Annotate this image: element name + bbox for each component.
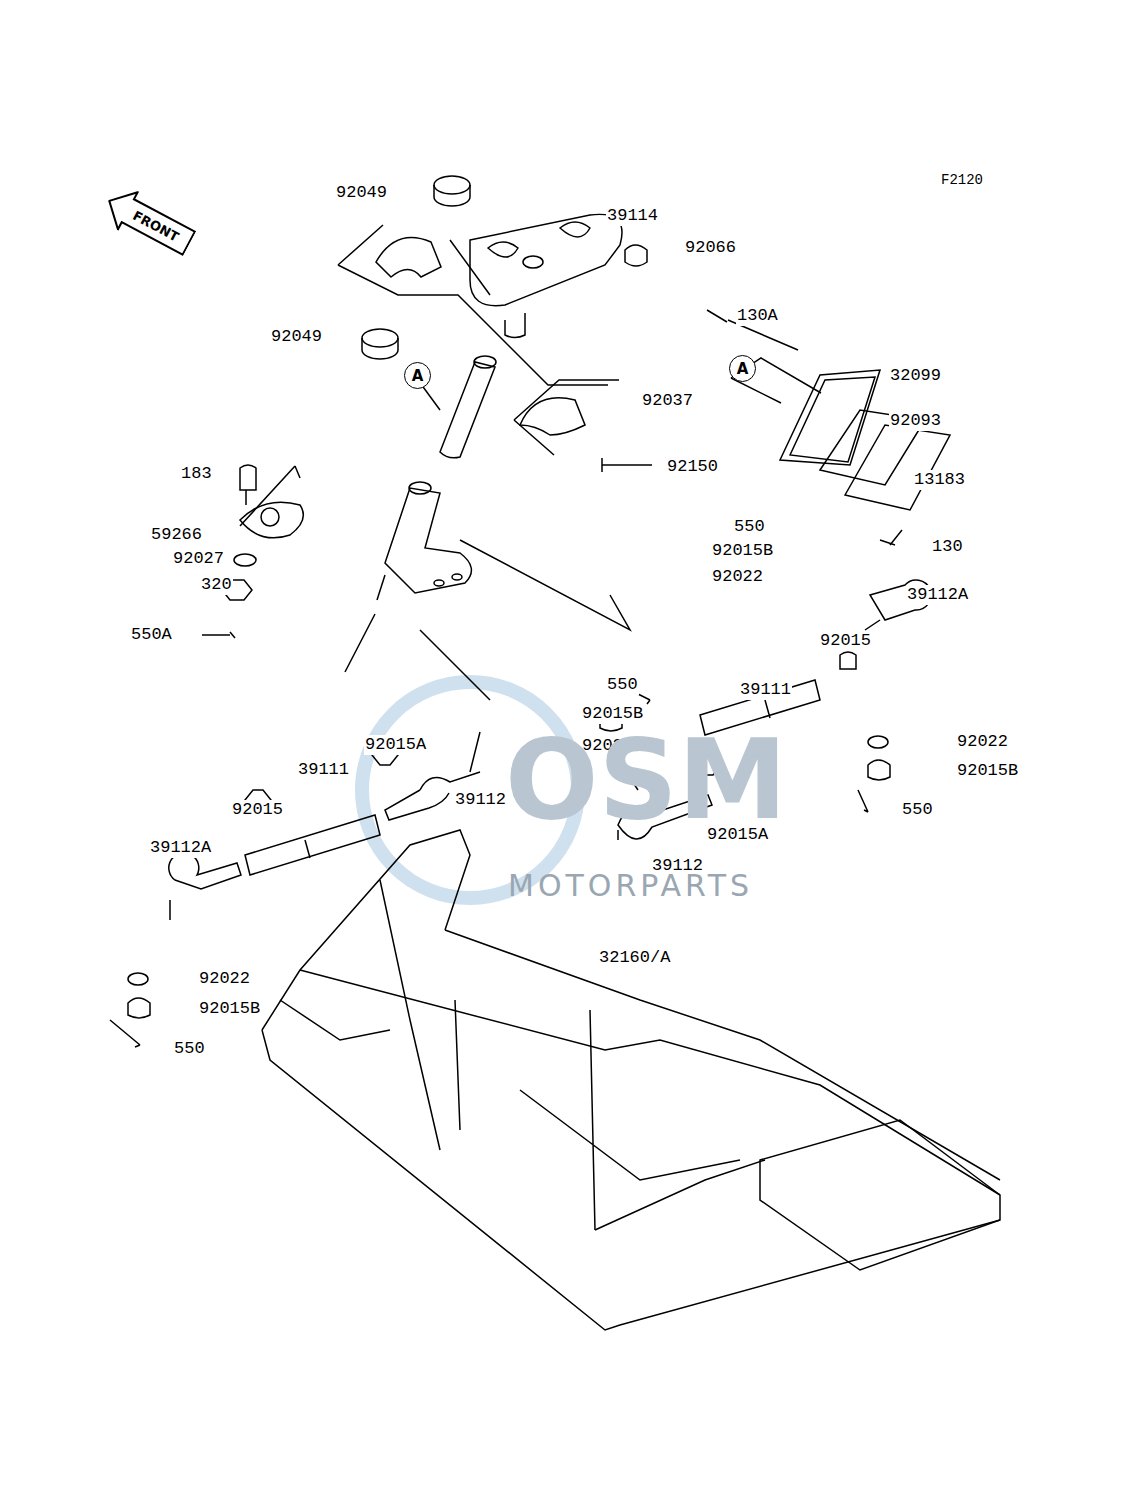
callout-number: 92049 bbox=[270, 327, 323, 347]
callout-number: 39112A bbox=[149, 838, 212, 858]
reference-letter: A bbox=[412, 367, 424, 385]
callout-number: 550 bbox=[733, 517, 766, 537]
callout-number: 13183 bbox=[913, 470, 966, 490]
callout-number: 550 bbox=[173, 1039, 206, 1059]
callout-number: 92015 bbox=[231, 800, 284, 820]
callout-number: 92015B bbox=[711, 541, 774, 561]
reference-circle: A bbox=[404, 362, 431, 389]
reference-circle: A bbox=[729, 355, 756, 382]
callout-number: 39112 bbox=[454, 790, 507, 810]
callout-number: 550 bbox=[606, 675, 639, 695]
callout-number: 92037 bbox=[641, 391, 694, 411]
callout-number: 92022 bbox=[956, 732, 1009, 752]
callout-number: 32099 bbox=[889, 366, 942, 386]
callout-number: 92015A bbox=[364, 735, 427, 755]
callout-number: 39111 bbox=[297, 760, 350, 780]
callout-number: 92150 bbox=[666, 457, 719, 477]
callout-number: 92093 bbox=[889, 411, 942, 431]
callout-number: 130A bbox=[736, 306, 779, 326]
callout-number: 550A bbox=[130, 625, 173, 645]
callout-number: 130 bbox=[931, 537, 964, 557]
callout-number: F2120 bbox=[940, 170, 984, 190]
reference-letter: A bbox=[737, 360, 749, 378]
callout-number: 183 bbox=[180, 464, 213, 484]
callout-number: 550 bbox=[901, 800, 934, 820]
callout-number: 320 bbox=[200, 575, 233, 595]
callout-number: 92022 bbox=[198, 969, 251, 989]
callout-number: 32160/A bbox=[598, 948, 671, 968]
watermark-logo: OSM bbox=[505, 720, 787, 840]
callout-number: 59266 bbox=[150, 525, 203, 545]
front-arrow: FRONT bbox=[98, 181, 200, 263]
callout-number: 92066 bbox=[684, 238, 737, 258]
callout-number: 39111 bbox=[739, 680, 792, 700]
callout-number: 39114 bbox=[606, 206, 659, 226]
callout-number: 92049 bbox=[335, 183, 388, 203]
callout-number: 92015 bbox=[819, 631, 872, 651]
callout-number: 92027 bbox=[172, 549, 225, 569]
callout-number: 92015B bbox=[956, 761, 1019, 781]
watermark-text: MOTORPARTS bbox=[508, 868, 753, 904]
callout-number: 39112A bbox=[906, 585, 969, 605]
callout-number: 92015B bbox=[198, 999, 261, 1019]
callout-number: 92022 bbox=[711, 567, 764, 587]
